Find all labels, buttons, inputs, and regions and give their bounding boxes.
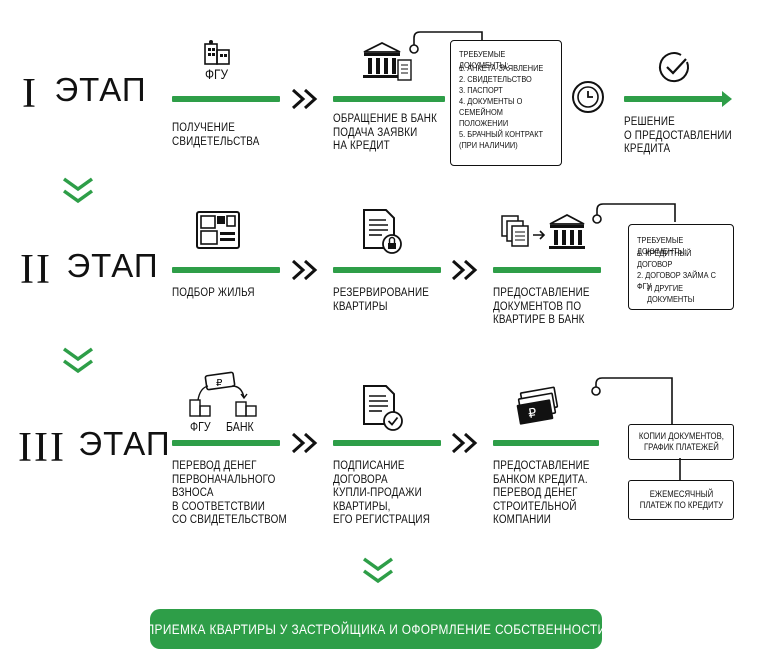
clock-icon: [572, 81, 604, 113]
required-docs-box-2: ТРЕБУЕМЫЕ ДОКУМЕНТЫ: 1. КРЕДИТНЫЙ ДОГОВО…: [628, 224, 734, 310]
document-check-icon: [363, 385, 403, 431]
stage-3-roman: III: [18, 425, 66, 471]
stage-2-title: II ЭТАП: [20, 246, 158, 294]
money-transfer-icon: ₽: [189, 371, 257, 417]
timeline-bar: [333, 96, 445, 102]
bank-icon: [363, 41, 412, 81]
banknotes-icon: ₽: [516, 386, 559, 425]
required-docs-box: ТРЕБУЕМЫЕ ДОКУМЕНТЫ: 1. АНКЕТА-ЗАЯВЛЕНИЕ…: [450, 40, 562, 166]
stage-1-title: I ЭТАП: [22, 70, 146, 118]
chevron-down-icon: [62, 177, 94, 204]
svg-text:₽: ₽: [527, 406, 538, 422]
double-chevron-right-icon: [451, 432, 478, 454]
double-chevron-right-icon: [291, 259, 318, 281]
timeline-bar: [172, 96, 280, 102]
docs-title-2: ТРЕБУЕМЫЕ ДОКУМЕНТЫ:: [637, 235, 687, 256]
stage3-step3-label: ПРЕДОСТАВЛЕНИЕ БАНКОМ КРЕДИТА. ПЕРЕВОД Д…: [493, 460, 590, 526]
monthly-payment-text: ЕЖЕМЕСЯЧНЫЙ ПЛАТЕЖ ПО КРЕДИТУ: [639, 489, 723, 510]
docs-copies-text: КОПИИ ДОКУМЕНТОВ, ГРАФИК ПЛАТЕЖЕЙ: [638, 431, 724, 452]
connector-line: [591, 377, 673, 426]
stage1-step2-label: ОБРАЩЕНИЕ В БАНК ПОДАЧА ЗАЯВКИ НА КРЕДИТ: [333, 113, 438, 152]
check-circle-icon: [658, 52, 689, 83]
building-icon: [204, 40, 230, 65]
timeline-bar: [172, 267, 280, 273]
bank-label-3: БАНК: [226, 420, 254, 434]
monthly-payment-box: ЕЖЕМЕСЯЧНЫЙ ПЛАТЕЖ ПО КРЕДИТУ: [628, 480, 734, 520]
fgu-label: ФГУ: [205, 66, 229, 82]
stage2-step3-label: ПРЕДОСТАВЛЕНИЕ ДОКУМЕНТОВ ПО КВАРТИРЕ В …: [493, 287, 590, 326]
double-chevron-right-icon: [451, 259, 478, 281]
docs-list-2: 1. КРЕДИТНЫЙ ДОГОВОР 2. ДОГОВОР ЗАЙМА С …: [637, 248, 716, 291]
stage-3-word: ЭТАП: [78, 425, 171, 462]
svg-text:₽: ₽: [216, 378, 223, 389]
timeline-bar: [333, 440, 441, 446]
connector-line: [679, 458, 681, 480]
docs-other: И ДРУГИЕ ДОКУМЕНТЫ: [647, 283, 695, 304]
stage1-step1-label: ПОЛУЧЕНИЕ СВИДЕТЕЛЬСТВА: [172, 122, 260, 148]
arrowhead-icon: [722, 91, 732, 107]
docs-list: 1. АНКЕТА-ЗАЯВЛЕНИЕ 2. СВИДЕТЕЛЬСТВО 3. …: [459, 63, 544, 150]
stage-1-word: ЭТАП: [54, 71, 147, 108]
timeline-bar: [493, 440, 599, 446]
final-step-text: ПРИЕМКА КВАРТИРЫ У ЗАСТРОЙЩИКА И ОФОРМЛЕ…: [145, 621, 607, 637]
docs-title: ТРЕБУЕМЫЕ ДОКУМЕНТЫ:: [459, 49, 509, 70]
stage-2-roman: II: [20, 247, 52, 293]
timeline-bar: [624, 96, 724, 102]
stage3-step1-label: ПЕРЕВОД ДЕНЕГ ПЕРВОНАЧАЛЬНОГО ВЗНОСА В С…: [172, 460, 287, 526]
double-chevron-right-icon: [291, 88, 318, 110]
stage-3-title: III ЭТАП: [18, 424, 170, 472]
documents-to-bank-icon: [501, 213, 585, 249]
chevron-down-icon: [62, 347, 94, 374]
document-lock-icon: [363, 209, 402, 254]
stage1-step3-label: РЕШЕНИЕ О ПРЕДОСТАВЛЕНИИ КРЕДИТА: [624, 116, 732, 155]
stage2-step1-label: ПОДБОР ЖИЛЬЯ: [172, 287, 255, 299]
chevron-down-icon: [362, 557, 394, 584]
fgu-label-3: ФГУ: [190, 420, 211, 434]
timeline-bar: [493, 267, 601, 273]
stage3-step2-label: ПОДПИСАНИЕ ДОГОВОРА КУПЛИ-ПРОДАЖИ КВАРТИ…: [333, 460, 431, 526]
stage-1-roman: I: [22, 71, 38, 117]
timeline-bar: [172, 440, 280, 446]
stage2-step2-label: РЕЗЕРВИРОВАНИЕ КВАРТИРЫ: [333, 287, 430, 313]
floor-plan-icon: [196, 211, 240, 249]
stage-2-word: ЭТАП: [66, 247, 159, 284]
connector-line: [409, 31, 483, 54]
double-chevron-right-icon: [291, 432, 318, 454]
timeline-bar: [333, 267, 441, 273]
connector-line: [592, 203, 676, 224]
docs-copies-box: КОПИИ ДОКУМЕНТОВ, ГРАФИК ПЛАТЕЖЕЙ: [628, 424, 734, 460]
final-step-banner: ПРИЕМКА КВАРТИРЫ У ЗАСТРОЙЩИКА И ОФОРМЛЕ…: [146, 609, 606, 649]
